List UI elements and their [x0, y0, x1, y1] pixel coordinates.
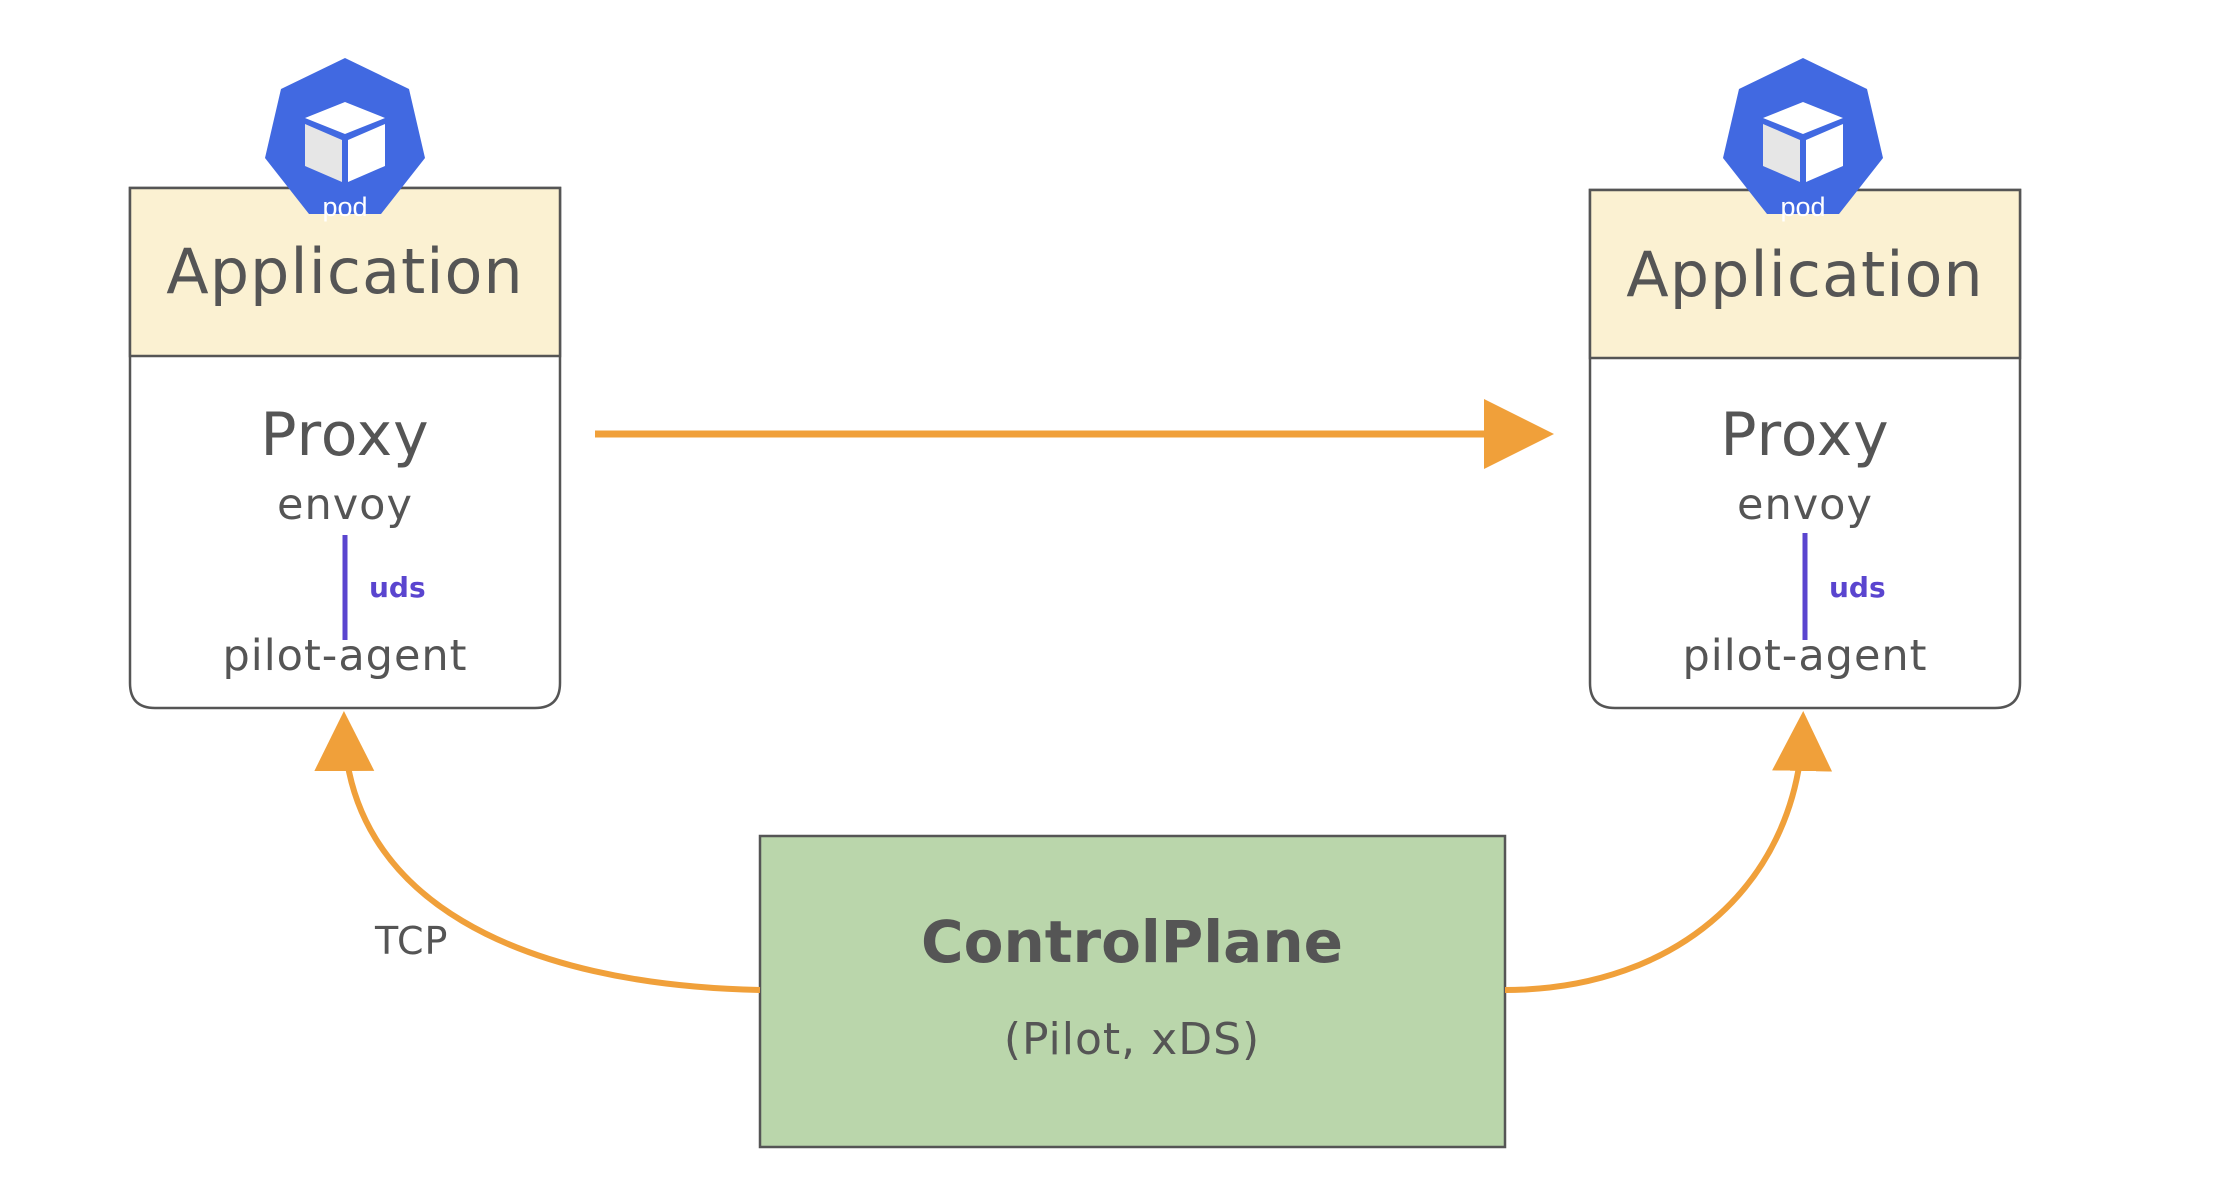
pod-right: Application Proxy envoy uds pilot-agent …	[1588, 58, 2022, 710]
proxy-label: Proxy	[1720, 400, 1889, 470]
pilot-agent-label: pilot-agent	[1682, 631, 1927, 681]
application-label: Application	[166, 235, 523, 308]
proxy-label: Proxy	[260, 400, 429, 470]
pod-badge-label: pod	[322, 192, 367, 222]
control-plane-box	[758, 834, 1507, 1149]
pod-badge-label: pod	[1780, 192, 1825, 222]
pod-left: Application Proxy envoy uds pilot-agent …	[128, 58, 562, 710]
pilot-agent-label: pilot-agent	[222, 631, 467, 681]
application-label: Application	[1626, 238, 1983, 311]
control-plane-to-left-proxy-arrow	[314, 711, 761, 993]
kubernetes-pod-icon: pod	[265, 58, 425, 222]
tcp-label: TCP	[374, 919, 448, 963]
uds-label: uds	[369, 571, 426, 604]
kubernetes-pod-icon: pod	[1723, 58, 1883, 222]
envoy-label: envoy	[277, 480, 413, 530]
control-plane-title: ControlPlane	[921, 908, 1343, 976]
control-plane-to-right-proxy-arrow	[1504, 711, 1833, 993]
application-box	[128, 186, 562, 358]
uds-label: uds	[1829, 571, 1886, 604]
control-plane: ControlPlane (Pilot, xDS)	[758, 834, 1507, 1149]
application-box	[1588, 188, 2022, 360]
control-plane-subtitle: (Pilot, xDS)	[1004, 1014, 1260, 1065]
envoy-label: envoy	[1737, 480, 1873, 530]
